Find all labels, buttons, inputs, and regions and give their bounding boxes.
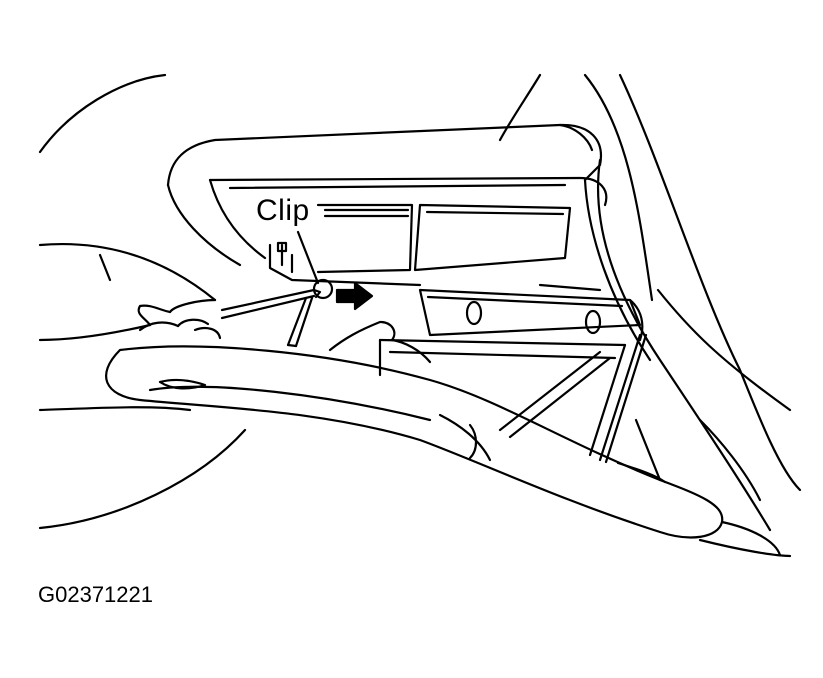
direction-arrow — [335, 281, 374, 311]
glove-box-bin — [378, 333, 667, 484]
figure-id-label: G02371221 — [38, 582, 153, 607]
strut — [286, 296, 314, 348]
instrument-panel — [166, 123, 772, 532]
lower-dash — [38, 406, 792, 558]
clip-mount — [268, 241, 422, 287]
glove-box-door — [105, 345, 724, 539]
clip-callout-label: Clip — [256, 194, 310, 227]
background-contours — [38, 73, 802, 502]
hands — [38, 243, 432, 364]
glove-box-rear-panel — [418, 283, 644, 342]
clip-leader-line — [296, 230, 320, 285]
tool — [220, 288, 322, 320]
